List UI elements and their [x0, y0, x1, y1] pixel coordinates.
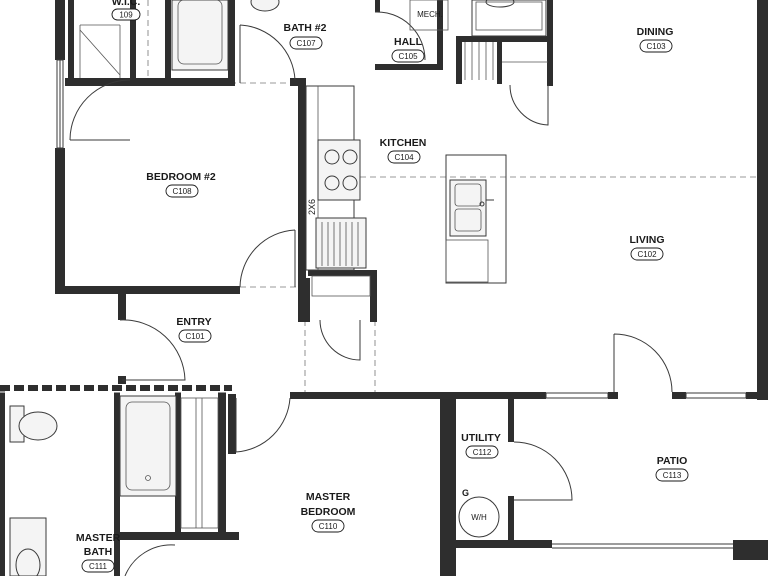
water-heater-icon — [458, 496, 500, 538]
room-code-utility: C112 — [473, 448, 492, 457]
room-name-dining: DINING — [637, 26, 674, 38]
room-tag-bath2 — [289, 36, 323, 50]
room-code-bath2: C107 — [296, 39, 316, 48]
room-name-master-bedroom-line1: MASTER — [306, 491, 351, 503]
room-code-kitchen: C104 — [394, 153, 414, 162]
bathtub-icon — [171, 0, 229, 71]
water-heater-label: W/H — [471, 513, 487, 522]
doors — [69, 11, 673, 576]
wall-size-label: 2X6 — [307, 199, 317, 215]
room-name-hall: HALL — [394, 36, 423, 48]
room-tag-entry — [178, 329, 212, 343]
room-name-master-bath-line1: MASTER — [76, 532, 121, 544]
room-tag-master-bedroom — [311, 519, 345, 533]
master-bath-exterior-line — [0, 385, 232, 393]
gas-marker: G — [462, 488, 469, 498]
room-tag-living — [630, 247, 664, 261]
room-code-wic: 109 — [119, 11, 133, 20]
room-name-living: LIVING — [629, 234, 664, 246]
room-name-kitchen: KITCHEN — [380, 137, 427, 149]
room-name-patio: PATIO — [657, 455, 688, 467]
room-tag-utility — [465, 445, 499, 459]
toilet-icon — [250, 0, 280, 12]
room-tag-bedroom2 — [165, 184, 199, 198]
room-code-entry: C101 — [185, 332, 205, 341]
room-name-bedroom2: BEDROOM #2 — [146, 171, 216, 183]
room-tag-patio — [655, 468, 689, 482]
room-code-living: C102 — [637, 250, 657, 259]
room-code-patio: C113 — [663, 471, 682, 480]
room-code-master-bedroom: C110 — [319, 522, 338, 531]
master-bathtub-icon — [119, 395, 177, 497]
room-name-master-bath-line2: BATH — [84, 546, 112, 558]
room-code-master-bath: C111 — [89, 562, 107, 571]
room-tag-wic — [111, 8, 141, 21]
room-code-bedroom2: C108 — [172, 187, 192, 196]
fixtures — [9, 0, 548, 576]
kitchen-island — [445, 154, 507, 284]
room-name-wic: W.I.C. — [112, 0, 141, 8]
master-sink-icon — [9, 517, 47, 576]
room-code-hall: C105 — [398, 52, 418, 61]
room-name-bath2: BATH #2 — [284, 22, 327, 34]
room-tag-master-bath — [81, 559, 115, 573]
room-code-dining: C103 — [646, 42, 666, 51]
mech-closet — [409, 0, 449, 31]
master-toilet-icon — [9, 405, 58, 443]
room-tag-kitchen — [387, 150, 421, 164]
room-name-utility: UTILITY — [461, 432, 501, 444]
room-name-mech: MECH. — [417, 10, 443, 19]
room-name-master-bedroom-line2: BEDROOM — [301, 506, 356, 518]
refrigerator-icon — [315, 217, 367, 269]
range-icon — [317, 139, 361, 201]
room-tag-dining — [639, 39, 673, 53]
room-name-entry: ENTRY — [176, 316, 211, 328]
room-tag-hall — [391, 49, 425, 63]
